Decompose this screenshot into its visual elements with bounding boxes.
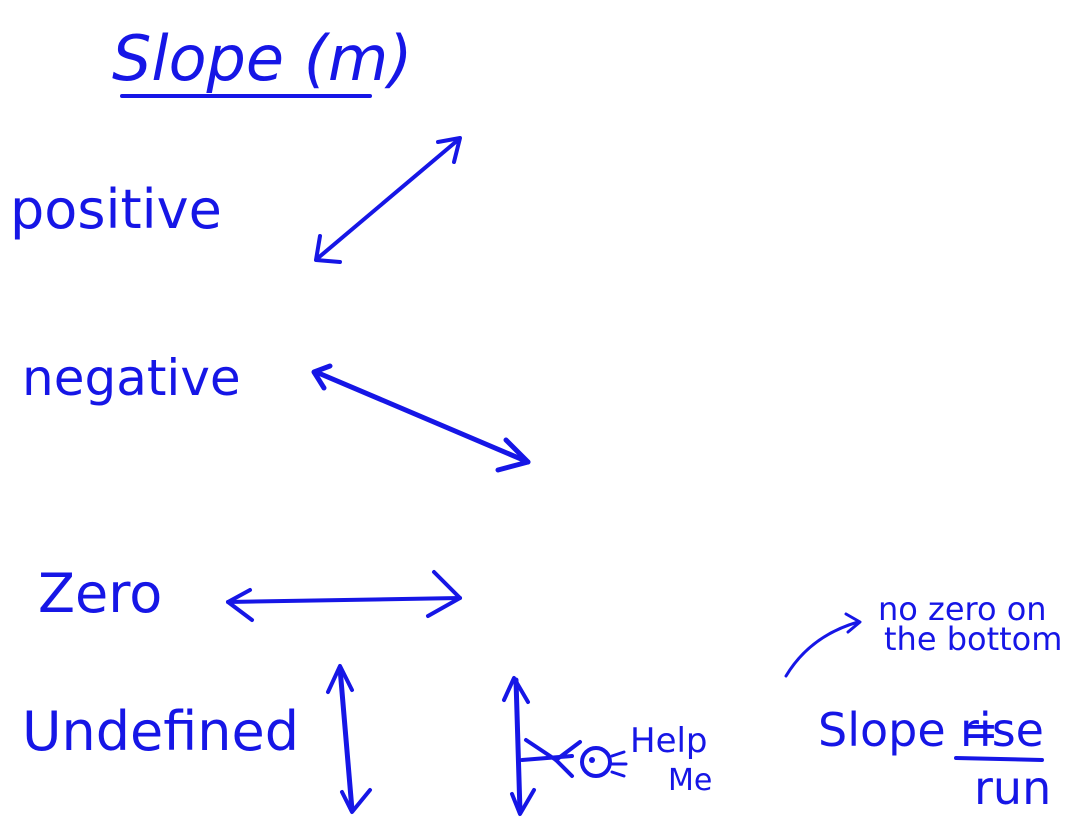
note-line2: the bottom xyxy=(884,620,1062,658)
help-me-line1: Help xyxy=(630,721,708,761)
formula-numerator: rise xyxy=(960,703,1044,757)
note-line1: no zero on xyxy=(878,590,1047,628)
label-negative: negative xyxy=(22,349,241,407)
fraction-bar xyxy=(954,756,1044,762)
help-me-line2: Me xyxy=(668,763,712,798)
negative-slope-arrow xyxy=(311,363,531,473)
positive-slope-arrow xyxy=(314,136,462,264)
stick-figure-icon xyxy=(520,738,628,778)
formula-lhs: Slope = xyxy=(818,703,999,757)
undefined-slope-arrow xyxy=(326,664,372,814)
label-positive: positive xyxy=(10,178,222,241)
formula-denominator: run xyxy=(974,761,1051,815)
stick-figure-arrow xyxy=(502,676,536,816)
label-undefined: Undefined xyxy=(22,700,299,763)
label-zero: Zero xyxy=(38,562,162,625)
note-pointer-arrow xyxy=(784,612,862,678)
page-title: Slope (m) xyxy=(112,22,413,95)
zero-slope-arrow xyxy=(226,570,462,622)
